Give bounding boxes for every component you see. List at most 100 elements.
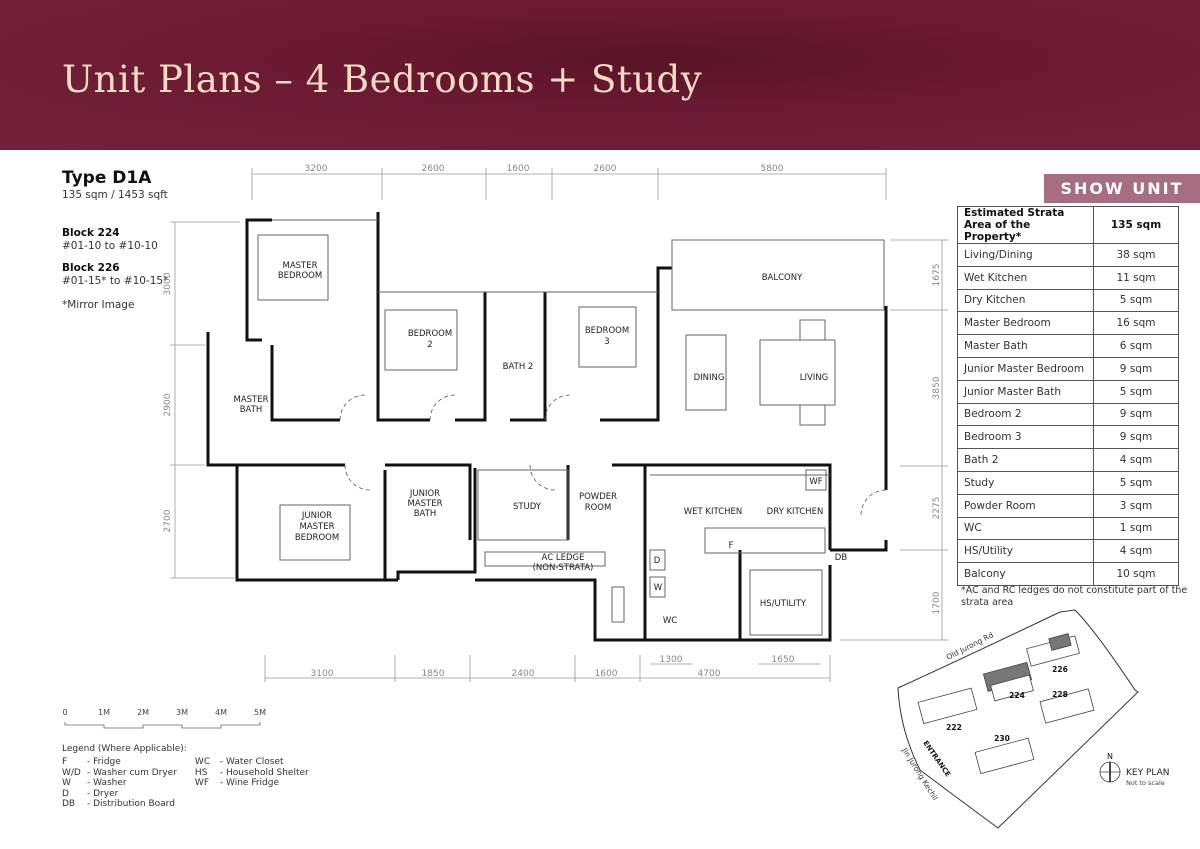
legend-value: - Household Shelter xyxy=(219,767,309,778)
room-label-ac-ledge: (NON-STRATA) xyxy=(533,563,594,573)
block-label: 222 xyxy=(946,723,962,732)
dimension-lines xyxy=(170,168,948,682)
scale-label: 0 xyxy=(62,708,67,717)
room-label-wet-kitchen: WET KITCHEN xyxy=(684,507,743,517)
dimension-label: 1300 xyxy=(660,655,683,665)
header-value: 135 sqm xyxy=(1093,206,1179,244)
legend-value: - Water Closet xyxy=(219,757,284,768)
dimension-label: 2275 xyxy=(932,497,942,520)
room-label-junior-master-bedroom: MASTER xyxy=(299,522,334,532)
room-label-dining: DINING xyxy=(694,373,725,383)
legend-item: HS- Household Shelter xyxy=(195,768,309,778)
table-header-row: Estimated Strata Area of the Property* 1… xyxy=(957,206,1179,244)
room-area: 9 sqm xyxy=(1093,356,1179,381)
room-label-powder-room: ROOM xyxy=(585,503,612,513)
legend-value: - Washer cum Dryer xyxy=(87,767,177,778)
fixture-label-f: F xyxy=(729,541,734,551)
room-area: 10 sqm xyxy=(1093,562,1179,586)
area-footnote: *AC and RC ledges do not constitute part… xyxy=(961,585,1188,608)
room-label-junior-master-bath: BATH xyxy=(414,509,437,519)
dimension-label: 5800 xyxy=(761,164,784,174)
room-area: 1 sqm xyxy=(1093,516,1179,541)
room-name: WC xyxy=(957,516,1094,541)
dimension-label: 1600 xyxy=(595,669,618,679)
block-label: 224 xyxy=(1009,691,1025,700)
room-label-master-bedroom: BEDROOM xyxy=(278,271,322,281)
mirror-note: *Mirror Image xyxy=(62,299,135,311)
room-name: Bedroom 3 xyxy=(957,425,1094,450)
room-name: Study xyxy=(957,470,1094,495)
dimension-label: 1850 xyxy=(422,669,445,679)
floor-plan: 3200 2600 1600 2600 5800 3000 2900 2700 … xyxy=(163,164,948,682)
dimension-label: 2700 xyxy=(163,509,173,532)
room-area: 38 sqm xyxy=(1093,243,1179,267)
room-labels: MASTER BEDROOM BEDROOM 2 BATH 2 BEDROOM … xyxy=(233,261,847,626)
dimension-label: 2900 xyxy=(163,393,173,416)
legend-value: - Wine Fridge xyxy=(219,778,280,789)
room-label-master-bedroom: MASTER xyxy=(282,261,317,271)
legend-key: W xyxy=(62,778,71,789)
dimension-label: 4700 xyxy=(698,669,721,679)
key-plan-title: KEY PLAN xyxy=(1126,768,1169,778)
legend-title: Legend (Where Applicable): xyxy=(62,744,187,754)
legend-item: DB- Distribution Board xyxy=(62,799,177,809)
dimension-label: 3100 xyxy=(311,669,334,679)
legend-key: DB xyxy=(62,799,76,810)
scale-label: 2M xyxy=(137,708,149,717)
scale-label: 3M xyxy=(176,708,188,717)
room-area: 3 sqm xyxy=(1093,493,1179,518)
room-name: Bath 2 xyxy=(957,448,1094,472)
scale-bar: 0 1M 2M 3M 4M 5M xyxy=(62,708,266,729)
dimension-label: 3850 xyxy=(932,376,942,399)
legend-item: F - Fridge xyxy=(62,757,177,767)
legend-item: WC- Water Closet xyxy=(195,757,309,767)
page-title: Unit Plans – 4 Bedrooms + Study xyxy=(62,58,703,101)
room-name: Junior Master Bath xyxy=(957,379,1094,404)
block-name: Block 226 xyxy=(62,262,120,274)
fixture-label-d: D xyxy=(654,556,661,566)
legend-value: - Fridge xyxy=(87,757,121,768)
room-name: HS/Utility xyxy=(957,539,1094,564)
header-label: Estimated Strata Area of the Property* xyxy=(957,206,1094,244)
room-label-balcony: BALCONY xyxy=(762,273,803,283)
legend-key: F xyxy=(62,757,68,768)
room-area: 5 sqm xyxy=(1093,470,1179,495)
room-area: 16 sqm xyxy=(1093,311,1179,336)
room-name: Bedroom 2 xyxy=(957,402,1094,427)
show-unit-badge: SHOW UNIT xyxy=(1044,174,1200,203)
dimension-label: 2400 xyxy=(512,669,535,679)
scale-label: 1M xyxy=(98,708,110,717)
room-label-bedroom2: 2 xyxy=(427,340,432,350)
scale-label: 4M xyxy=(215,708,227,717)
block-units: #01-10 to #10-10 xyxy=(62,240,158,252)
room-name: Balcony xyxy=(957,562,1094,586)
room-label-dry-kitchen: DRY KITCHEN xyxy=(767,507,824,517)
strata-area-table: Estimated Strata Area of the Property* 1… xyxy=(957,206,1179,586)
fixture-label-w: W xyxy=(654,583,663,593)
block-label: 230 xyxy=(994,734,1010,743)
room-area: 5 sqm xyxy=(1093,288,1179,313)
dimension-label: 2600 xyxy=(594,164,617,174)
block-label: 226 xyxy=(1052,665,1068,674)
legend-key: D xyxy=(62,788,69,799)
block-label: 228 xyxy=(1052,690,1068,699)
legend-key: WF xyxy=(194,778,209,789)
room-area: 9 sqm xyxy=(1093,425,1179,450)
legend-item: WF - Wine Fridge xyxy=(195,778,309,788)
room-name: Powder Room xyxy=(957,493,1094,518)
dimension-label: 1700 xyxy=(932,591,942,614)
legend-item: W/D- Washer cum Dryer xyxy=(62,768,177,778)
dimension-label: 1600 xyxy=(507,164,530,174)
room-name: Wet Kitchen xyxy=(957,265,1094,290)
key-plan: 222 224 226 228 230 ENTRANCE Old Jurong … xyxy=(897,609,1169,829)
legend-value: - Dryer xyxy=(87,788,119,799)
